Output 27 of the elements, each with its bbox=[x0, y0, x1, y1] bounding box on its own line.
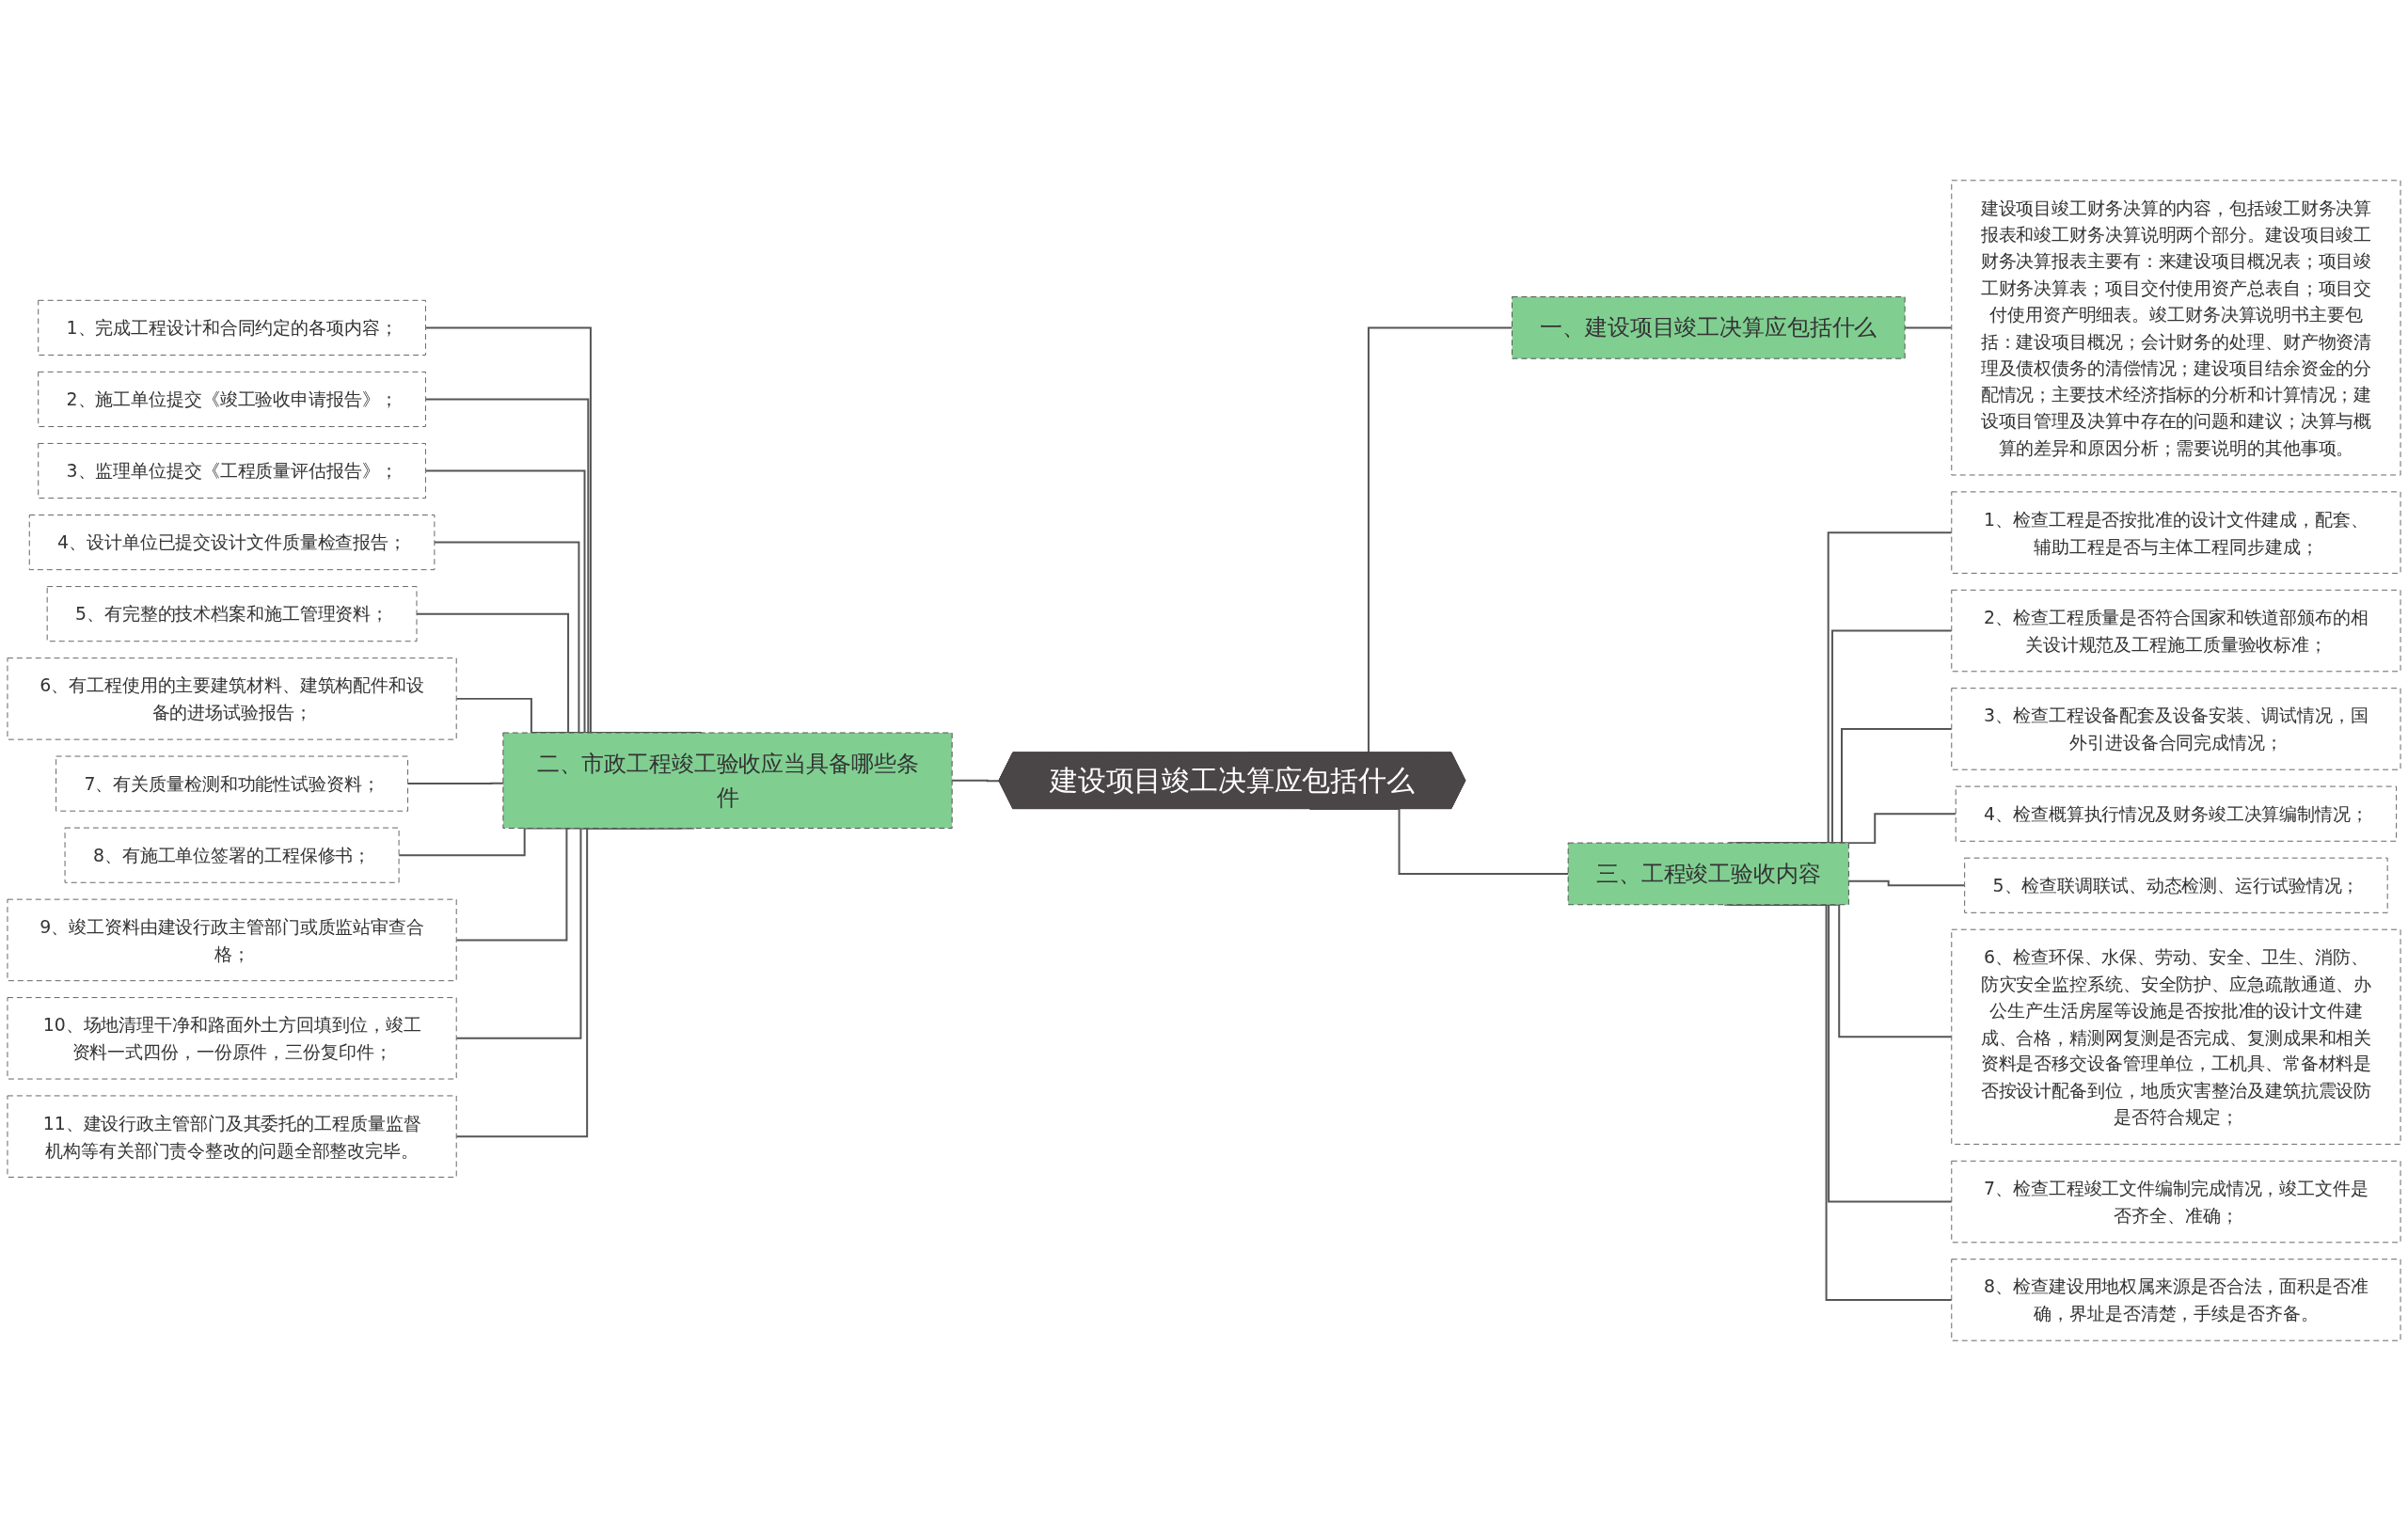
node-box: 7、检查工程竣工文件编制完成情况，竣工文件是否齐全、准确； bbox=[1951, 1160, 2401, 1244]
connector bbox=[406, 782, 504, 785]
node-box: 4、设计单位已提交设计文件质量检查报告； bbox=[28, 515, 436, 571]
node-box: 三、工程竣工验收内容 bbox=[1567, 842, 1849, 906]
node-box: 6、有工程使用的主要建筑材料、建筑构配件和设备的进场试验报告； bbox=[7, 658, 457, 740]
node-box: 5、检查联调联试、动态检测、运行试验情况； bbox=[1964, 857, 2388, 913]
node-box: 建设项目竣工财务决算的内容，包括竣工财务决算报表和竣工财务决算说明两个部分。建设项目竣工财务决算报表主要有：来建设项目概况表；项目竣工财务决算表；项目交付使用资产总表自；项目交付使用资产明细表。竣工财务决算说明书主要包括：建设项目概况；会计财务的处理、财产物资清理及债权债务的清偿情况；建设项目结余资金的分配情况；主要技术经济指标的分析和计算情况；建设项目管理及决算中存在的问题和建议；决算与概算的差异和原因分析；需要说明的其他事项。 bbox=[1951, 180, 2401, 476]
node-box: 5、有完整的技术档案和施工管理资料； bbox=[46, 586, 418, 642]
node-box: 8、检查建设用地权属来源是否合法，面积是否准确，界址是否清楚，手续是否齐备。 bbox=[1951, 1259, 2401, 1341]
node-box: 3、监理单位提交《工程质量评估报告》； bbox=[38, 442, 426, 499]
node-box: 8、有施工单位签署的工程保修书； bbox=[64, 827, 400, 883]
node-box: 二、市政工程竣工验收应当具备哪些条件 bbox=[502, 732, 953, 829]
node-box: 3、检查工程设备配套及设备安装、调试情况，国外引进设备合同完成情况； bbox=[1951, 688, 2401, 770]
node-box: 1、检查工程是否按批准的设计文件建成，配套、辅助工程是否与主体工程同步建成； bbox=[1951, 491, 2401, 574]
node-box: 11、建设行政主管部门及其委托的工程质量监督机构等有关部门责令整改的问题全部整改完毕。 bbox=[7, 1095, 457, 1178]
node-box: 2、检查工程质量是否符合国家和铁道部颁布的相关设计规范及工程施工质量验收标准； bbox=[1951, 589, 2401, 673]
node-box: 一、建设项目竣工决算应包括什么 bbox=[1512, 296, 1906, 359]
node-box: 4、检查概算执行情况及财务竣工决算编制情况； bbox=[1955, 785, 2398, 842]
node-box: 2、施工单位提交《竣工验收申请报告》； bbox=[38, 371, 426, 428]
connector bbox=[1904, 326, 1953, 329]
node-box: 6、检查环保、水保、劳动、安全、卫生、消防、防灾安全监控系统、安全防护、应急疏散通道、办公生产生活房屋等设施是否按批准的设计文件建成、合格，精测网复测是否完成、复测成果和相关资料是否移交设备管理单位，工机具、常备材料是否按设计配备到位，地质灾害整治及建筑抗震设防是否符合规定； bbox=[1951, 928, 2401, 1145]
node-box: 9、竣工资料由建设行政主管部门或质监站审查合格； bbox=[7, 898, 457, 982]
node-box: 1、完成工程设计和合同约定的各项内容； bbox=[38, 299, 426, 356]
node-box: 10、场地清理干净和路面外土方回填到位，竣工资料一式四份，一份原件，三份复印件； bbox=[7, 997, 457, 1080]
connector bbox=[951, 779, 1001, 783]
connector bbox=[1847, 879, 1966, 887]
node-box: 7、有关质量检测和功能性试验资料； bbox=[55, 755, 409, 812]
